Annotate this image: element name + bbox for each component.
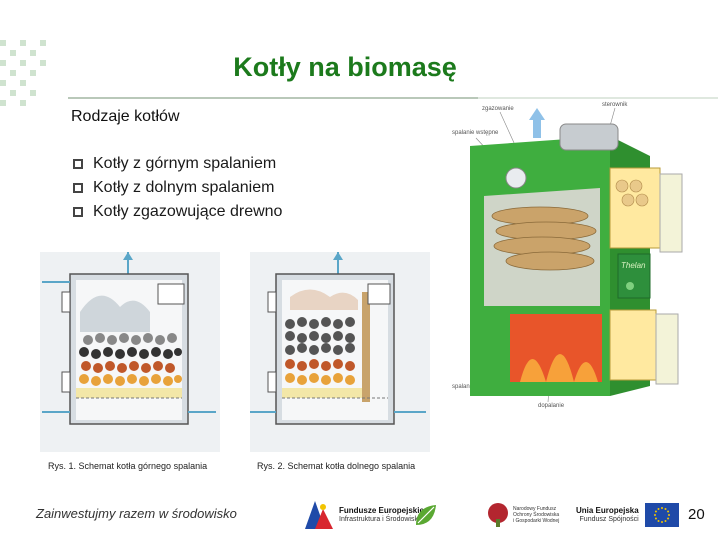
title-divider <box>68 97 478 99</box>
eu-star <box>661 507 663 509</box>
slide-title: Kotły na biomasę <box>0 52 690 83</box>
leaf-logo-icon <box>412 501 442 529</box>
label-sterownik: sterownik <box>602 102 628 108</box>
checkbox-bullet-icon <box>73 207 83 217</box>
eu-star <box>654 514 656 516</box>
slide-subtitle: Rodzaje kotłów <box>71 108 180 126</box>
eu-star <box>655 518 657 520</box>
top-combustion-boiler-figure <box>40 252 220 452</box>
nfos-logo-icon <box>486 501 510 529</box>
list-item: Kotły z dolnym spalaniem <box>73 176 282 200</box>
eu-flag-icon <box>645 503 679 527</box>
list-item: Kotły zgazowujące drewno <box>73 200 282 224</box>
list-item: Kotły z górnym spalaniem <box>73 152 282 176</box>
checkbox-bullet-icon <box>73 183 83 193</box>
label-spalanie-wstepne: spalanie wstępne <box>452 130 499 136</box>
label-dopalanie: dopalanie <box>538 403 565 409</box>
boiler-types-list: Kotły z górnym spalaniem Kotły z dolnym … <box>73 152 282 224</box>
eu-star <box>668 514 670 516</box>
eu-star <box>657 508 659 510</box>
eu-star <box>664 508 666 510</box>
eu-star <box>667 518 669 520</box>
eu-star <box>664 520 666 522</box>
label-zgazowanie: zgazowanie <box>482 106 514 112</box>
boiler-brand-label: Thelan <box>621 261 646 270</box>
ministry-logo <box>412 500 442 530</box>
bottom-combustion-boiler-figure <box>250 252 430 452</box>
fe-logo-icon <box>305 501 335 529</box>
checkbox-bullet-icon <box>73 159 83 169</box>
wood-gasification-boiler-diagram: zgazowanie sterownik spalanie wstępne sp… <box>450 96 690 421</box>
eu-star <box>667 511 669 513</box>
eu-star <box>655 511 657 513</box>
nfosigw-logo: Narodowy Fundusz Ochrony Środowiska i Go… <box>486 500 561 530</box>
figure-1-caption: Rys. 1. Schemat kotła górnego spalania <box>48 461 207 471</box>
footer-slogan: Zainwestujmy razem w środowisko <box>36 506 237 521</box>
page-number: 20 <box>688 506 705 523</box>
eu-star <box>657 520 659 522</box>
eu-star <box>661 521 663 523</box>
figure-2-caption: Rys. 2. Schemat kotła dolnego spalania <box>257 461 415 471</box>
